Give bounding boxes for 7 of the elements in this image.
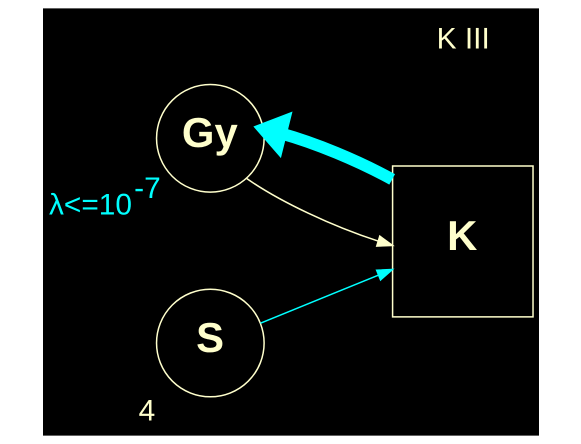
node-circle: S — [155, 288, 264, 398]
node-box: K — [391, 165, 534, 318]
label: K III — [436, 22, 490, 56]
node-label: 4 — [138, 394, 155, 428]
arrow — [246, 178, 394, 247]
arrow — [260, 268, 394, 324]
arrow — [252, 112, 394, 185]
